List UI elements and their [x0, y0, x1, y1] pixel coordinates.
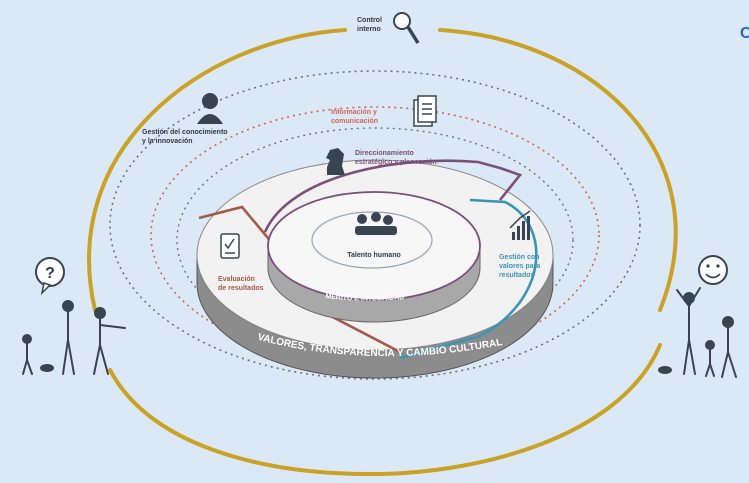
dotted-middle-ring	[150, 106, 600, 364]
direccionamiento-label: Direccionamiento estratégico y planeació…	[355, 150, 437, 166]
center-ring	[311, 211, 433, 269]
chess-knight-icon	[326, 148, 345, 175]
gestion-valores-label: Gestión con valores para resultados	[499, 254, 542, 279]
inner-cylinder-top	[267, 191, 481, 301]
talento-humano-label: Talento humano	[347, 252, 401, 259]
control-interno-label: Control interno	[357, 17, 384, 33]
outer-ring	[87, 28, 678, 477]
merito-label: MÉRITO E INTEGRIDAD	[325, 292, 405, 303]
document-icon	[413, 95, 437, 127]
informacion-comunicacion-label: Información y comunicación	[331, 109, 379, 125]
corner-letter: C	[740, 25, 749, 42]
checklist-icon	[220, 233, 240, 259]
right-family-illustration	[658, 287, 737, 378]
evaluacion-label: Evaluación de resultados	[218, 276, 264, 292]
smiley-icon	[698, 255, 728, 285]
segment-direccionamiento	[263, 159, 523, 233]
person-bust-icon	[197, 93, 223, 124]
gestion-conocimiento-label: Gestión del conocimiento y la innovación	[142, 129, 230, 145]
question-mark: ?	[45, 265, 55, 282]
segment-gestion-valores	[399, 198, 538, 360]
people-group-icon	[355, 212, 397, 235]
question-bubble-icon: ?	[35, 257, 65, 296]
dotted-outer-ring	[109, 70, 641, 380]
bar-chart-icon	[509, 210, 531, 240]
magnifier-icon	[393, 12, 420, 44]
left-family-illustration	[22, 300, 126, 375]
dotted-inner-ring	[176, 127, 574, 353]
